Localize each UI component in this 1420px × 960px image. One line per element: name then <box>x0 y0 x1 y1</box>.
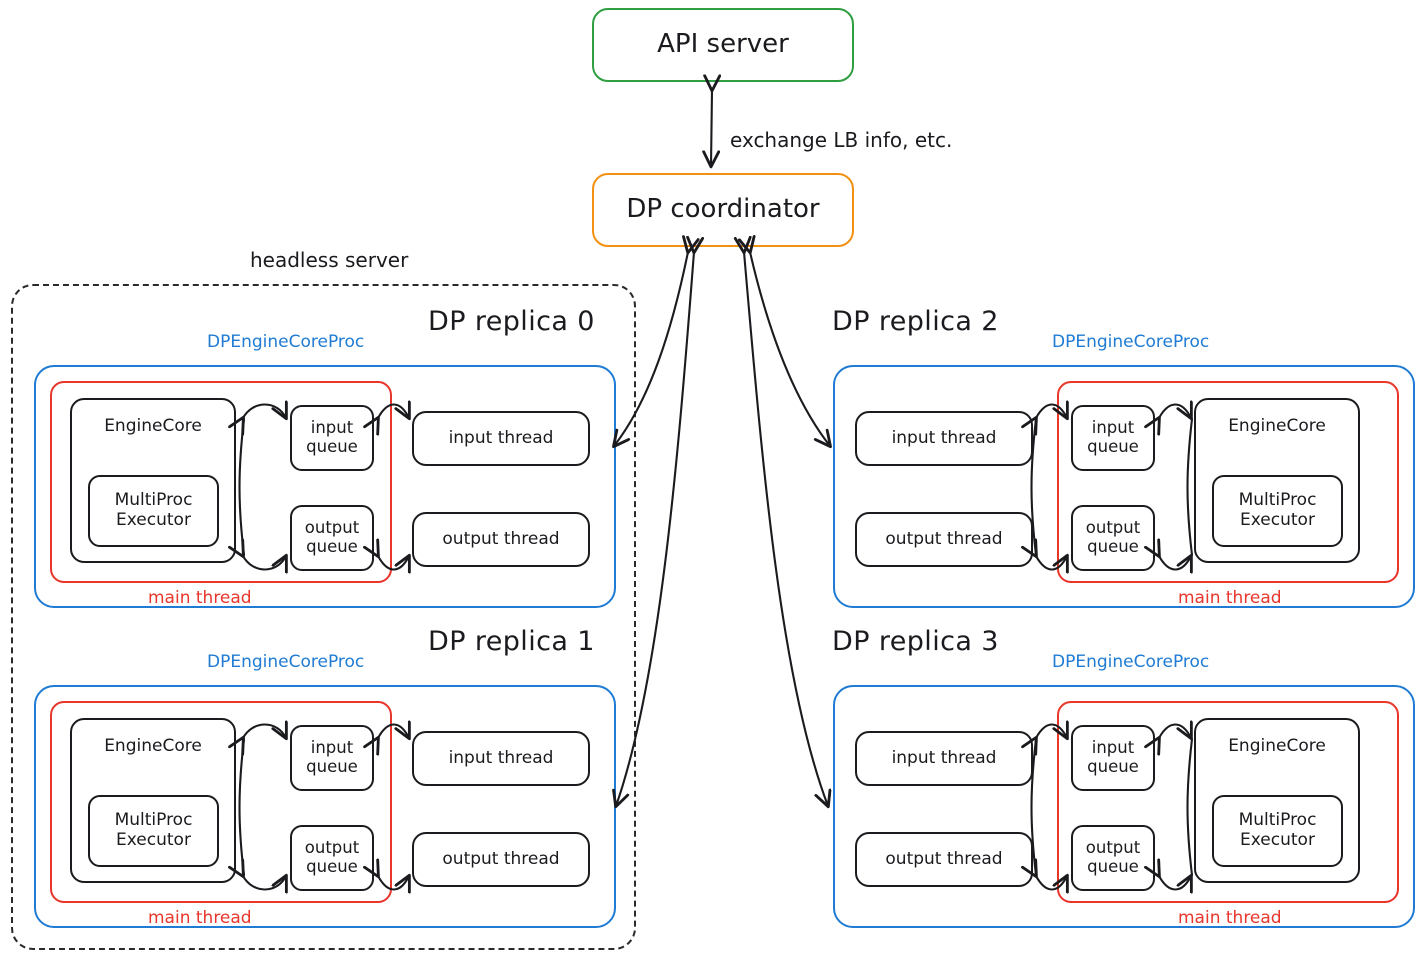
dp-replica-3-input-queue[interactable]: input queue <box>1071 725 1155 791</box>
engine-core-label: EngineCore <box>104 736 202 756</box>
dp-replica-2-proc-label: DPEngineCoreProc <box>1052 332 1210 352</box>
engine-core-label: EngineCore <box>1228 416 1326 436</box>
dp-replica-1-main-thread-label: main thread <box>148 908 252 928</box>
dp-replica-0-input-thread[interactable]: input thread <box>412 411 590 466</box>
dp-replica-0-output-queue[interactable]: output queue <box>290 505 374 571</box>
output-thread-label: output thread <box>885 528 1003 549</box>
arrow-coordinator-replica-2 <box>750 252 830 446</box>
dp-replica-2-input-queue[interactable]: input queue <box>1071 405 1155 471</box>
dp-replica-0-output-thread[interactable]: output thread <box>412 512 590 567</box>
input-queue-line1: input <box>310 418 354 438</box>
input-queue-line2: queue <box>1087 437 1139 456</box>
multiproc-executor-line1: MultiProc <box>114 490 193 511</box>
input-thread-label: input thread <box>448 747 554 768</box>
dp-replica-2-output-thread[interactable]: output thread <box>855 512 1033 567</box>
dp-replica-3-multiproc-executor[interactable]: MultiProc Executor <box>1212 795 1343 867</box>
output-queue-line2: queue <box>1087 857 1139 876</box>
input-queue-line2: queue <box>1087 757 1139 776</box>
dp-replica-2-output-queue[interactable]: output queue <box>1071 505 1155 571</box>
output-queue-line1: output <box>304 518 360 538</box>
multiproc-executor-line1: MultiProc <box>1238 810 1317 831</box>
output-thread-label: output thread <box>442 528 560 549</box>
exchange-info-label: exchange LB info, etc. <box>730 128 953 152</box>
dp-coordinator-label: DP coordinator <box>626 194 820 225</box>
input-queue-line2: queue <box>306 437 358 456</box>
api-server-box[interactable]: API server <box>592 8 854 82</box>
input-queue-line1: input <box>310 738 354 758</box>
input-queue-line2: queue <box>306 757 358 776</box>
dp-replica-2-main-thread-label: main thread <box>1178 588 1282 608</box>
multiproc-executor-line2: Executor <box>116 510 191 530</box>
dp-replica-2-input-thread[interactable]: input thread <box>855 411 1033 466</box>
output-queue-line2: queue <box>306 537 358 556</box>
input-thread-label: input thread <box>448 427 554 448</box>
dp-replica-2-title: DP replica 2 <box>832 306 999 337</box>
dp-replica-1-multiproc-executor[interactable]: MultiProc Executor <box>88 795 219 867</box>
dp-replica-3-output-thread[interactable]: output thread <box>855 832 1033 887</box>
input-thread-label: input thread <box>891 427 997 448</box>
dp-replica-3-main-thread-label: main thread <box>1178 908 1282 928</box>
dp-replica-0-multiproc-executor[interactable]: MultiProc Executor <box>88 475 219 547</box>
multiproc-executor-line1: MultiProc <box>114 810 193 831</box>
dp-replica-1-input-thread[interactable]: input thread <box>412 731 590 786</box>
multiproc-executor-line2: Executor <box>1240 510 1315 530</box>
engine-core-label: EngineCore <box>1228 736 1326 756</box>
output-thread-label: output thread <box>442 848 560 869</box>
dp-replica-1-output-thread[interactable]: output thread <box>412 832 590 887</box>
dp-replica-0-main-thread-boundary <box>50 381 392 583</box>
dp-replica-2-main-thread-boundary <box>1057 381 1399 583</box>
output-queue-line2: queue <box>1087 537 1139 556</box>
dp-replica-1-main-thread-boundary <box>50 701 392 903</box>
dp-replica-3-main-thread-boundary <box>1057 701 1399 903</box>
api-server-label: API server <box>657 29 789 60</box>
headless-server-label: headless server <box>250 248 409 272</box>
arrow-api-coordinator <box>711 90 712 166</box>
dp-replica-1-output-queue[interactable]: output queue <box>290 825 374 891</box>
dp-replica-1-title: DP replica 1 <box>428 626 595 657</box>
output-queue-line1: output <box>1085 518 1141 538</box>
dp-replica-3-title: DP replica 3 <box>832 626 999 657</box>
output-thread-label: output thread <box>885 848 1003 869</box>
engine-core-label: EngineCore <box>104 416 202 436</box>
dp-replica-2-process-boundary <box>833 365 1415 608</box>
input-queue-line1: input <box>1091 418 1135 438</box>
dp-replica-3-proc-label: DPEngineCoreProc <box>1052 652 1210 672</box>
dp-replica-0-title: DP replica 0 <box>428 306 595 337</box>
dp-coordinator-box[interactable]: DP coordinator <box>592 173 854 247</box>
multiproc-executor-line2: Executor <box>1240 830 1315 850</box>
dp-replica-3-input-thread[interactable]: input thread <box>855 731 1033 786</box>
output-queue-line2: queue <box>306 857 358 876</box>
dp-replica-0-proc-label: DPEngineCoreProc <box>207 332 365 352</box>
output-queue-line1: output <box>1085 838 1141 858</box>
dp-replica-3-output-queue[interactable]: output queue <box>1071 825 1155 891</box>
dp-replica-2-multiproc-executor[interactable]: MultiProc Executor <box>1212 475 1343 547</box>
dp-replica-0-input-queue[interactable]: input queue <box>290 405 374 471</box>
dp-replica-0-main-thread-label: main thread <box>148 588 252 608</box>
dp-replica-3-process-boundary <box>833 685 1415 928</box>
arrow-coordinator-replica-3 <box>744 252 828 806</box>
multiproc-executor-line2: Executor <box>116 830 191 850</box>
input-thread-label: input thread <box>891 747 997 768</box>
dp-replica-1-input-queue[interactable]: input queue <box>290 725 374 791</box>
dp-replica-1-proc-label: DPEngineCoreProc <box>207 652 365 672</box>
multiproc-executor-line1: MultiProc <box>1238 490 1317 511</box>
output-queue-line1: output <box>304 838 360 858</box>
input-queue-line1: input <box>1091 738 1135 758</box>
